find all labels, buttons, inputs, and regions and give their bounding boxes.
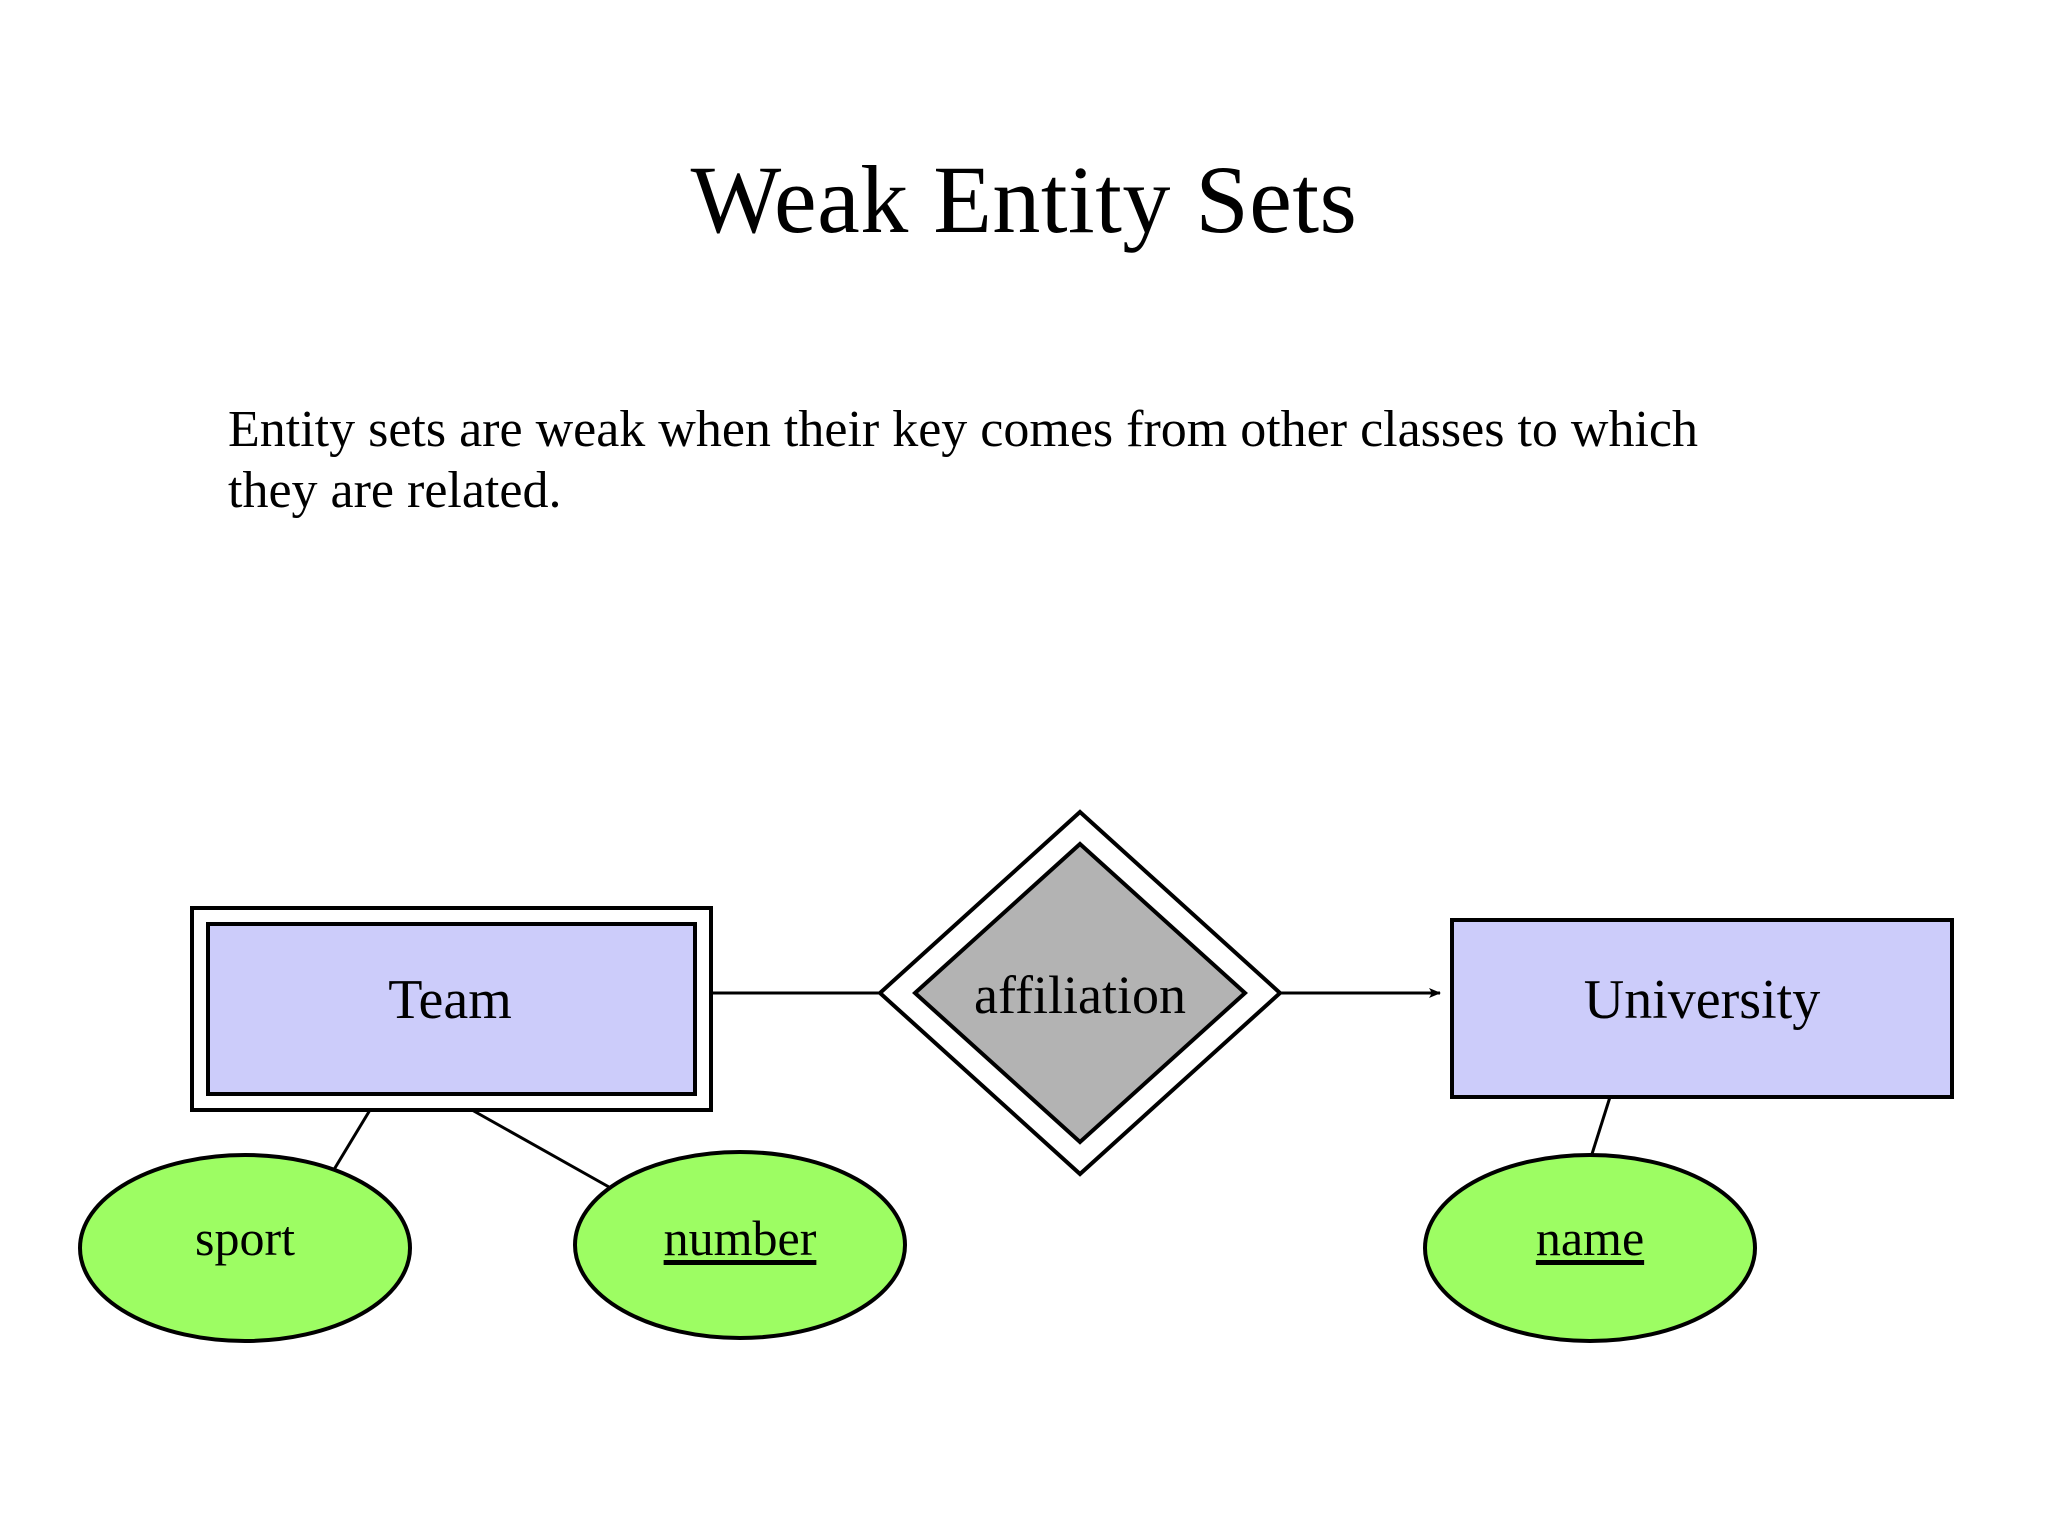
attribute-sport-ellipse xyxy=(78,1153,412,1343)
entity-team-inner-box xyxy=(206,922,697,1096)
body-paragraph: Entity sets are weak when their key come… xyxy=(228,401,1698,519)
attribute-sport[interactable] xyxy=(78,1153,412,1343)
relationship-affiliation[interactable] xyxy=(877,809,1283,1177)
page-title: Weak Entity Sets xyxy=(690,146,1358,253)
attribute-number[interactable] xyxy=(573,1150,907,1340)
attribute-name-ellipse xyxy=(1423,1153,1757,1343)
entity-team[interactable] xyxy=(190,906,713,1112)
relationship-affiliation-inner-diamond xyxy=(912,841,1248,1145)
attribute-name[interactable] xyxy=(1423,1153,1757,1343)
entity-university-box xyxy=(1450,918,1954,1099)
edge-team-number xyxy=(471,1108,626,1198)
attribute-number-ellipse xyxy=(573,1150,907,1340)
entity-university[interactable] xyxy=(1450,918,1954,1099)
